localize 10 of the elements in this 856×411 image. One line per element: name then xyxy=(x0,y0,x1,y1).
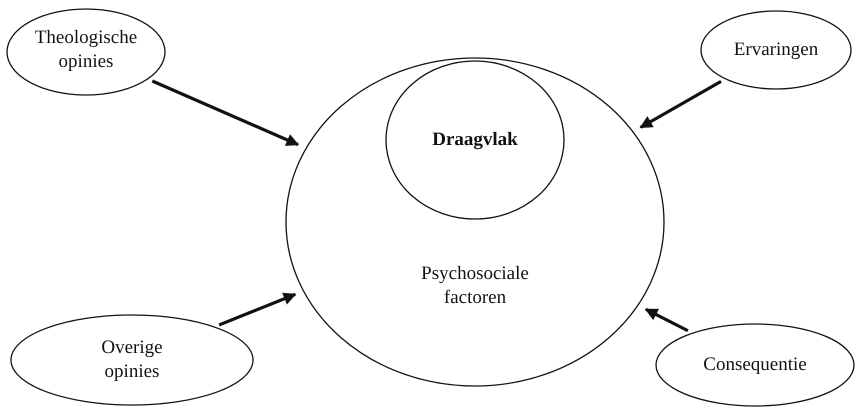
node-label: Psychosociale factoren xyxy=(420,262,530,310)
node-label: Theologische opinies xyxy=(34,26,138,74)
node-label: Consequentie xyxy=(703,353,807,377)
node-label: Overige opinies xyxy=(100,336,164,384)
arrow xyxy=(218,292,296,326)
node-label: Draagvlak xyxy=(432,128,518,152)
arrow xyxy=(640,80,722,129)
node-label: Ervaringen xyxy=(734,38,818,62)
arrow xyxy=(152,80,300,146)
arrow xyxy=(644,308,689,332)
